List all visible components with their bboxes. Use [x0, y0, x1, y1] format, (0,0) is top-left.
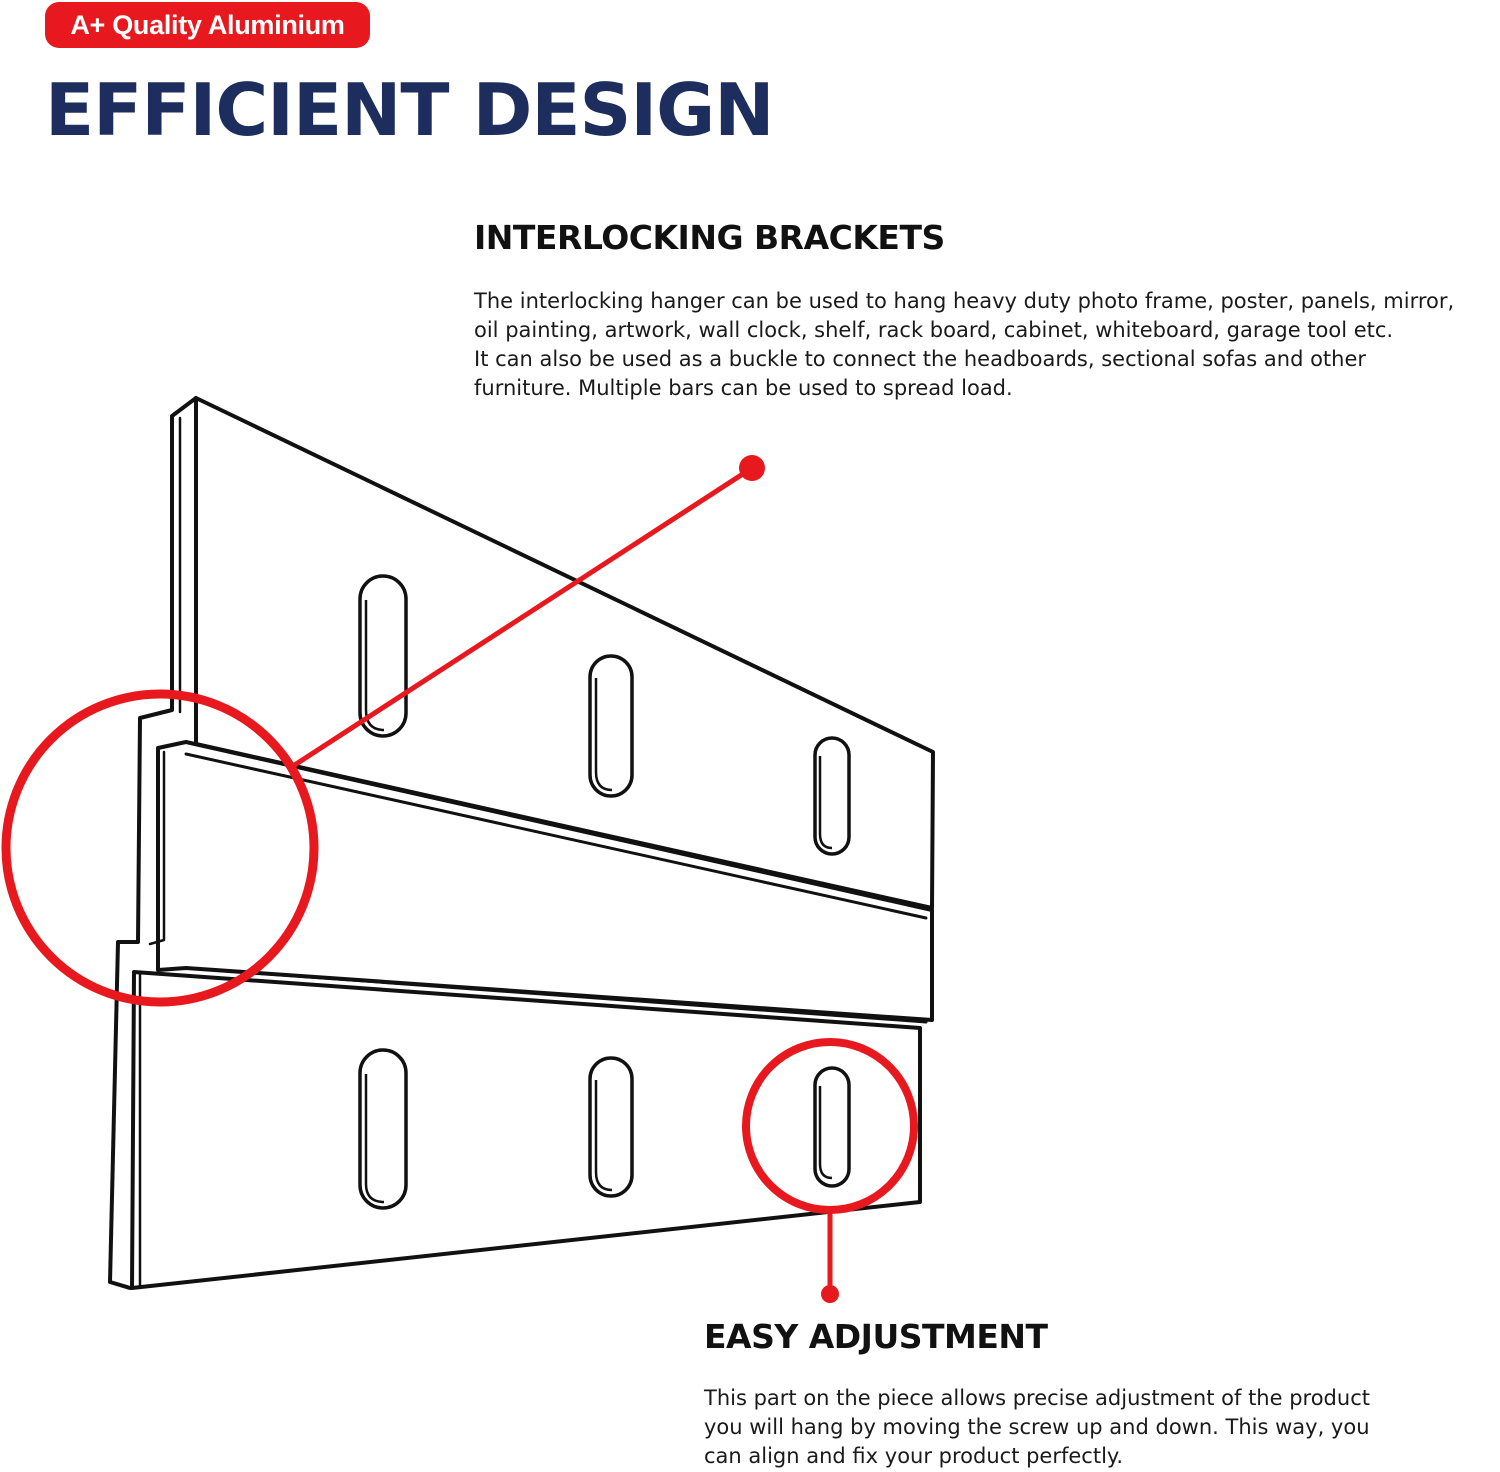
- description-line: It can also be used as a buckle to conne…: [474, 347, 1367, 371]
- mounting-slots: [358, 574, 851, 1210]
- interlocking-brackets-title: INTERLOCKING BRACKETS: [474, 218, 945, 257]
- upper-bracket-top-thickness: [170, 396, 198, 418]
- slot-upper-3: [813, 736, 851, 856]
- easy-adjustment-description: This part on the piece allows precise ad…: [704, 1384, 1370, 1471]
- slot-lower-2: [588, 1056, 634, 1198]
- lower-bracket-face: [130, 970, 922, 1290]
- interlock-callout-circle: [1, 689, 319, 1007]
- page-headline: EFFICIENT DESIGN: [45, 68, 775, 152]
- lower-bracket-lip: [156, 740, 934, 1022]
- description-line: The interlocking hanger can be used to h…: [474, 289, 1455, 313]
- bracket-outline: [108, 396, 935, 1290]
- description-line: This part on the piece allows precise ad…: [704, 1386, 1370, 1410]
- slot-lower-3: [813, 1066, 851, 1188]
- quality-badge-label: A+ Quality Aluminium: [70, 10, 345, 40]
- upper-bracket-face: [194, 396, 935, 910]
- interlock-edge-callout: [1, 455, 765, 1007]
- lower-bracket-top-ridge: [184, 966, 928, 1024]
- quality-badge: A+ Quality Aluminium: [45, 2, 370, 48]
- description-line: can align and fix your product perfectly…: [704, 1444, 1124, 1468]
- description-line: you will hang by moving the screw up and…: [704, 1415, 1370, 1439]
- description-line: oil painting, artwork, wall clock, shelf…: [474, 318, 1394, 342]
- lower-bracket-lip-edge: [184, 752, 928, 920]
- slot-callout-dot: [821, 1285, 839, 1303]
- upper-bracket-flange: [108, 396, 198, 1290]
- slot-upper-2: [588, 654, 634, 798]
- slot-callout: [742, 1038, 918, 1303]
- description-line: furniture. Multiple bars can be used to …: [474, 376, 1013, 400]
- slot-callout-circle: [742, 1038, 918, 1214]
- easy-adjustment-title: EASY ADJUSTMENT: [704, 1317, 1048, 1356]
- interlock-callout-dot: [739, 455, 765, 481]
- interlock-callout-leader: [288, 465, 754, 771]
- interlocking-brackets-description: The interlocking hanger can be used to h…: [474, 287, 1454, 403]
- slot-lower-1: [358, 1048, 408, 1210]
- slot-upper-1: [358, 574, 408, 738]
- lower-bracket-lip-inner: [148, 750, 166, 946]
